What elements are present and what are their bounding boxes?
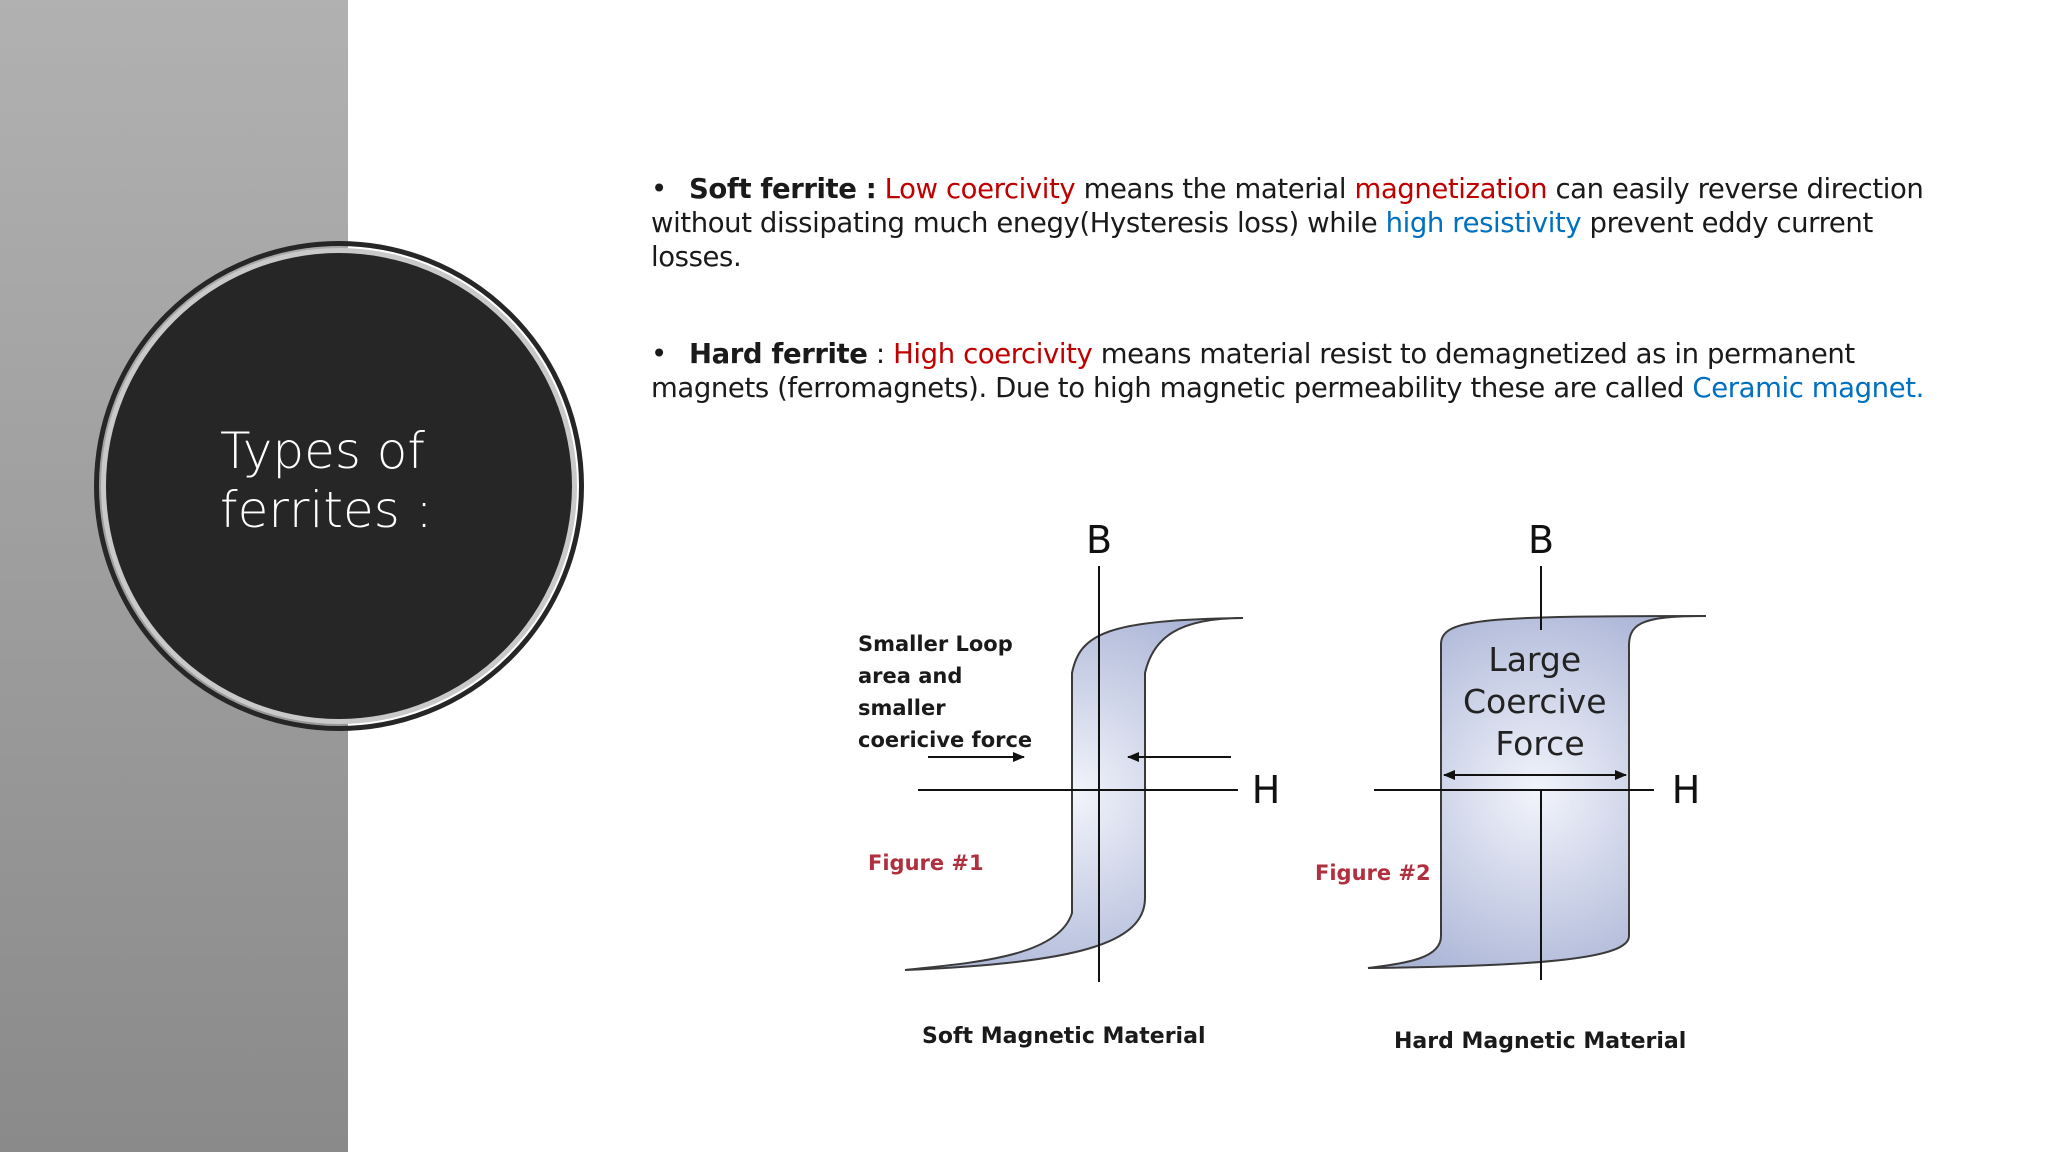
hard-caption: Hard Magnetic Material (1394, 1029, 1686, 1054)
bullet-dot: • (651, 173, 667, 205)
text: means the material (1075, 173, 1355, 205)
text: prevent eddy current losses. (651, 207, 1873, 273)
soft-caption: Soft Magnetic Material (922, 1024, 1206, 1049)
text: means material resist to demagnetized as… (651, 338, 1855, 404)
highlight-high-coercivity: High coercivity (893, 338, 1093, 370)
hard-b-label: B (1528, 518, 1554, 562)
hard-figure-label: Figure #2 (1315, 861, 1431, 885)
bullet-hard-ferrite: • Hard ferrite : High coercivity means ma… (651, 337, 1941, 405)
soft-h-label: H (1252, 768, 1281, 812)
term: Hard ferrite (689, 338, 868, 370)
hard-h-label: H (1672, 768, 1701, 812)
soft-note: Smaller Loop area and smaller coericive … (858, 632, 1032, 752)
slide-title: Types of ferrites : (220, 422, 433, 539)
term: Soft ferrite : (689, 173, 877, 205)
bullet-dot: • (651, 338, 667, 370)
highlight-magnetization: magnetization (1354, 173, 1548, 205)
hysteresis-diagram: B H Smaller Loop area and smaller coeric… (858, 518, 1707, 1054)
bullet-soft-ferrite: • Soft ferrite : Low coercivity means the… (651, 172, 1941, 274)
hysteresis-figure: B H Smaller Loop area and smaller coeric… (848, 418, 1728, 1084)
hard-hysteresis-loop (1367, 615, 1707, 969)
title-circle-inner-ring (101, 248, 577, 724)
highlight-ceramic-magnet: Ceramic magnet. (1692, 372, 1924, 404)
soft-hysteresis-loop (904, 617, 1244, 971)
title-circle (106, 253, 572, 719)
text: can easily reverse direction without dis… (651, 173, 1924, 239)
soft-figure-label: Figure #1 (868, 851, 984, 875)
highlight-high-resistivity: high resistivity (1385, 207, 1582, 239)
hard-note: Large Coercive Force (1463, 640, 1617, 763)
separator: : (867, 338, 894, 370)
highlight-low-coercivity: Low coercivity (884, 173, 1076, 205)
title-circle-outer-ring (94, 241, 584, 731)
soft-b-label: B (1086, 518, 1112, 562)
